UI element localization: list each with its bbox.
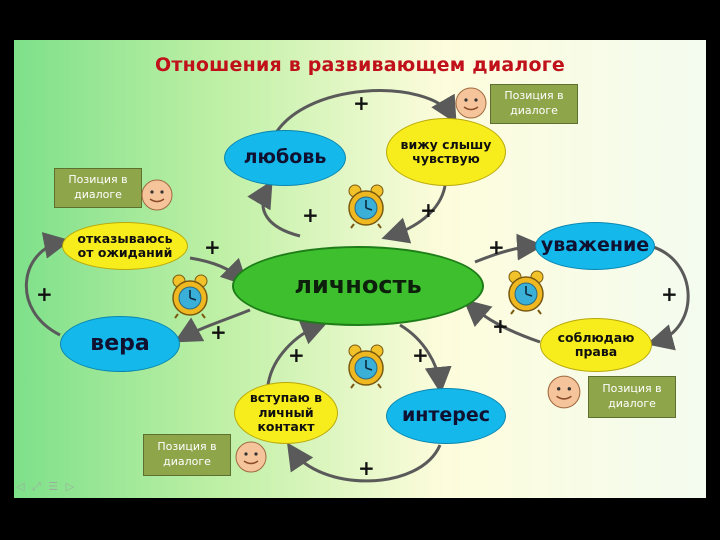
plus-sign: + xyxy=(488,235,505,259)
position-box-bottom-left: Позиция в диалоге xyxy=(143,434,231,476)
alarm-clock-icon xyxy=(348,344,384,389)
action-ellipse-refuse: отказываюсь от ожиданий xyxy=(62,222,188,270)
action-label-see: вижу слышу чувствую xyxy=(400,136,492,166)
plus-sign: + xyxy=(36,282,53,306)
smiley-face-icon xyxy=(455,87,487,119)
position-box-top-right: Позиция в диалоге xyxy=(490,84,578,124)
arrow-contact-to-center xyxy=(266,319,329,386)
value-label-love: любовь xyxy=(243,146,327,169)
action-label-rights: соблюдаю права xyxy=(557,329,635,359)
action-ellipse-rights: соблюдаю права xyxy=(540,318,652,372)
plus-sign: + xyxy=(412,343,429,367)
plus-sign: + xyxy=(210,320,227,344)
smiley-face-icon xyxy=(547,375,581,409)
arrow-center-to-respect xyxy=(474,233,544,264)
diagram-title: Отношения в развивающем диалоге xyxy=(155,54,565,76)
arrow-center-to-faith xyxy=(174,308,251,343)
position-box-left: Позиция в диалоге xyxy=(54,168,142,208)
value-ellipse-faith: вера xyxy=(60,316,180,372)
arrow-love-to-see xyxy=(270,89,457,141)
center-label: личность xyxy=(294,271,422,300)
action-label-contact: вступаю в личный контакт xyxy=(249,390,323,435)
value-label-interest: интерес xyxy=(401,404,491,427)
action-ellipse-see: вижу слышу чувствую xyxy=(386,118,506,186)
plus-sign: + xyxy=(204,235,221,259)
alarm-clock-icon xyxy=(172,274,208,319)
arrow-center-to-love xyxy=(247,180,301,238)
value-label-respect: уважение xyxy=(540,234,650,257)
arrow-faith-to-refuse xyxy=(24,232,71,337)
plus-sign: + xyxy=(661,282,678,306)
plus-sign: + xyxy=(420,198,437,222)
value-ellipse-love: любовь xyxy=(224,130,346,186)
plus-sign: + xyxy=(353,91,370,115)
action-label-refuse: отказываюсь от ожиданий xyxy=(77,230,173,260)
value-ellipse-respect: уважение xyxy=(535,222,655,270)
arrow-see-to-center xyxy=(381,185,447,244)
plus-sign: + xyxy=(288,343,305,367)
smiley-face-icon xyxy=(141,179,173,211)
action-ellipse-contact: вступаю в личный контакт xyxy=(234,382,338,444)
arrow-center-to-interest xyxy=(399,323,452,394)
alarm-clock-icon xyxy=(348,184,384,229)
plus-sign: + xyxy=(302,203,319,227)
alarm-clock-icon xyxy=(508,270,544,315)
value-label-faith: вера xyxy=(90,331,150,357)
value-ellipse-interest: интерес xyxy=(386,388,506,444)
arrow-rights-to-center xyxy=(463,299,541,344)
smiley-face-icon xyxy=(235,441,267,473)
arrow-respect-to-rights xyxy=(646,244,690,351)
position-box-bottom-right: Позиция в диалоге xyxy=(588,376,676,418)
slide-nav-controls[interactable]: ◁ ⤢ ☰ ▷ xyxy=(16,480,77,493)
center-ellipse-personality: личность xyxy=(232,246,484,326)
plus-sign: + xyxy=(358,456,375,480)
arrow-interest-to-contact xyxy=(286,442,442,483)
plus-sign: + xyxy=(492,314,509,338)
